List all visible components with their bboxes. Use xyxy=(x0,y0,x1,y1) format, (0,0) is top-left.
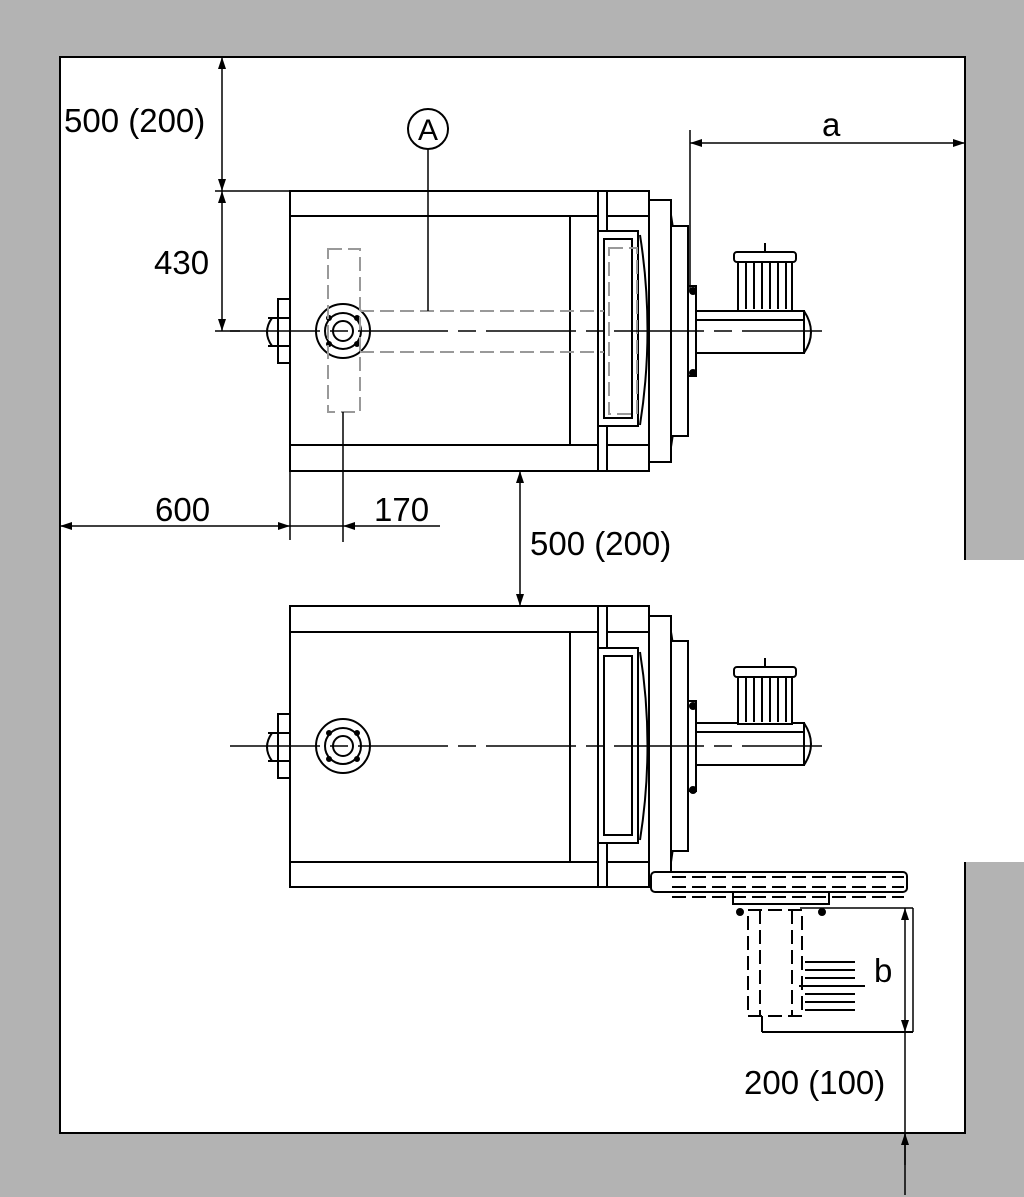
hidden-lines-bottom xyxy=(672,876,904,1017)
offset-170-label: 170 xyxy=(374,491,429,528)
burner-plate-bottom xyxy=(648,615,672,879)
left-clearance-label: 600 xyxy=(155,491,210,528)
blast-tube-top xyxy=(695,310,805,354)
blast-tube-bottom xyxy=(695,722,805,766)
dimension-labels: 500 (200) 430 a 600 170 500 (200) b 200 … xyxy=(64,98,892,1101)
depth-430-label: 430 xyxy=(154,244,209,281)
dim-b-label: b xyxy=(874,952,892,989)
room-outline xyxy=(59,56,966,1134)
top-clearance-label: 500 (200) xyxy=(64,102,205,139)
boiler-unit-bottom xyxy=(266,605,913,1033)
dim-a-label: a xyxy=(822,106,841,143)
callout-a-label: A xyxy=(418,114,438,147)
swing-plate xyxy=(650,871,908,893)
between-clearance-label: 500 (200) xyxy=(530,525,671,562)
dimension-lines xyxy=(60,57,965,1195)
callout-a: A xyxy=(407,108,449,311)
bottom-clearance-label: 200 (100) xyxy=(744,1064,885,1101)
